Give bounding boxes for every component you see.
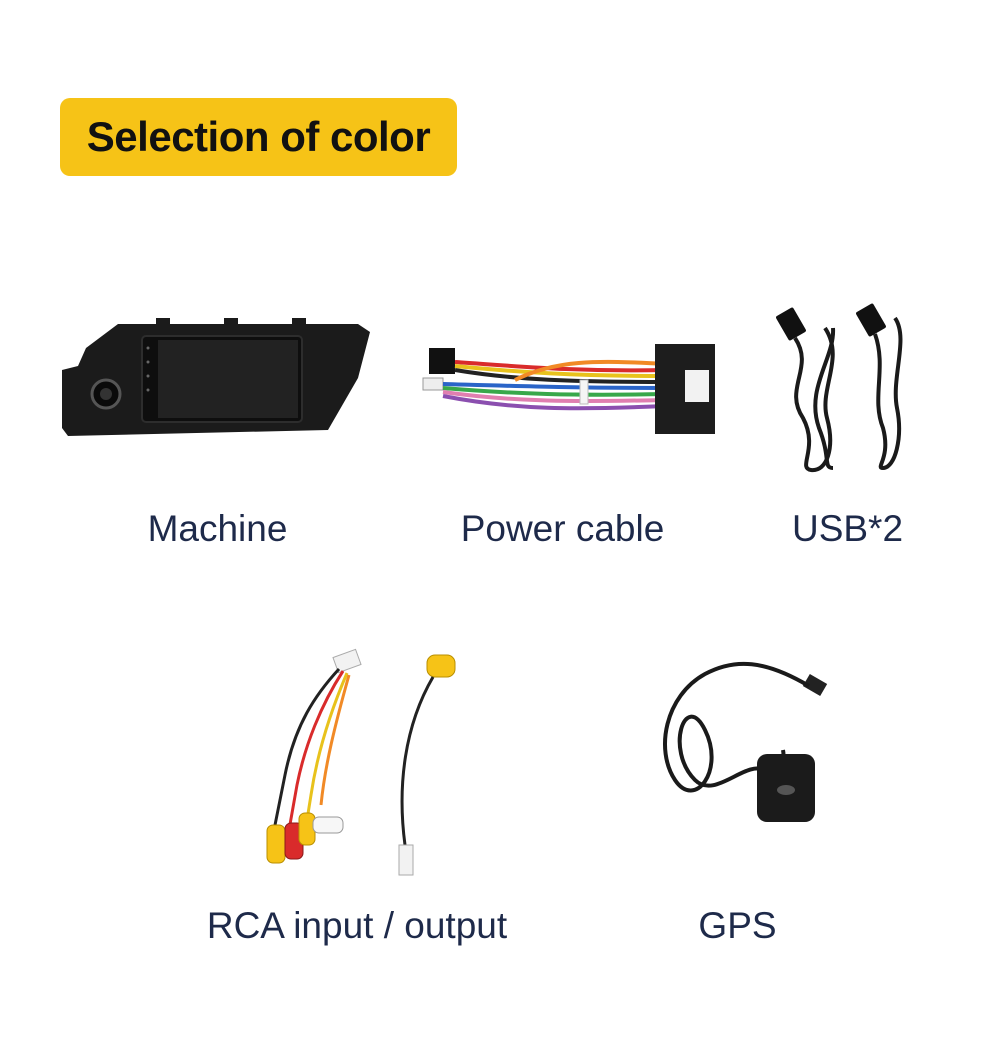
usb-label: USB*2 [791,508,904,549]
title-badge: Selection of color [60,98,457,176]
power-harness-image [422,344,715,434]
machine-label: Machine [147,508,288,549]
rca-label: RCA input / output [206,905,508,946]
usb-cables-image [776,303,903,473]
gps-antenna-image [663,661,828,822]
page-title: Selection of color [86,113,431,160]
power-cable-label: Power cable [460,508,665,549]
gps-label: GPS [698,905,777,946]
rca-cables-image [266,648,456,876]
car-stereo-head-unit-image [62,318,370,436]
